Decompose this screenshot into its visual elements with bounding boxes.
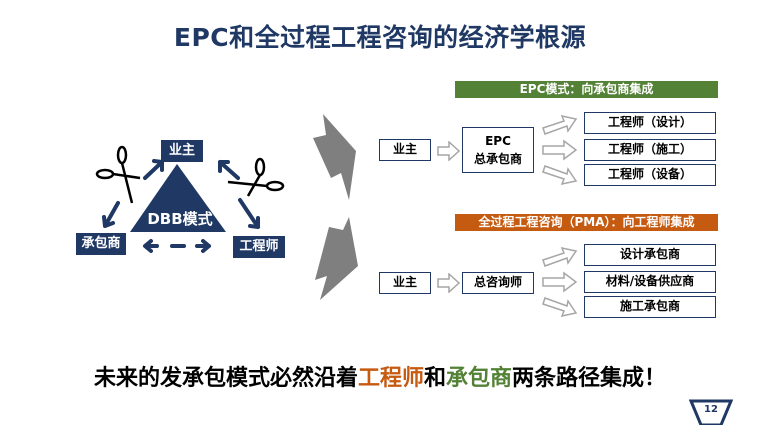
epc-target-box: 工程师（施工）	[584, 139, 716, 161]
epc-main-line2: 总承包商	[473, 152, 522, 166]
page-title: EPC和全过程工程咨询的经济学根源	[173, 23, 587, 52]
epc-target-label: 工程师（施工）	[607, 142, 692, 156]
hollow-arrow-icon	[542, 246, 578, 267]
dbb-diagram: 业主 DBB模式 承包商 工程师	[60, 130, 300, 270]
split-arrows	[313, 114, 358, 300]
epc-main-box: EPC 总承包商	[462, 127, 534, 173]
pma-owner-label: 业主	[392, 275, 417, 289]
epc-target-box: 工程师（设计）	[584, 112, 716, 134]
epc-owner-box: 业主	[379, 139, 431, 161]
pma-target-label: 设计承包商	[619, 247, 680, 261]
epc-branch-arrows	[542, 114, 578, 186]
hollow-arrow-icon	[542, 165, 578, 186]
epc-target-label: 工程师（设备）	[607, 167, 692, 181]
dbb-contractor-label: 承包商	[81, 236, 121, 251]
scissors-icon	[227, 157, 285, 197]
epc-main-line1: EPC	[485, 134, 511, 148]
pma-target-label: 材料/设备供应商	[605, 274, 695, 288]
pma-target-box: 设计承包商	[584, 244, 716, 266]
arrow-right-dashed	[195, 239, 211, 253]
conclusion-part3: 两条路径集成！	[512, 366, 667, 391]
arrow-contractor-to-owner	[143, 159, 164, 180]
hollow-arrow-icon	[437, 141, 461, 161]
epc-target-label: 工程师（设计）	[607, 115, 692, 129]
pma-branch-arrows	[542, 246, 578, 318]
hollow-arrow-icon	[542, 114, 578, 135]
dbb-engineer-label: 工程师	[239, 239, 279, 254]
pma-main-label: 总咨询师	[473, 275, 522, 289]
pma-target-box: 施工承包商	[584, 296, 716, 318]
pma-target-label: 施工承包商	[619, 299, 680, 313]
arrow-to-engineer	[238, 198, 260, 229]
epc-owner-label: 业主	[392, 142, 417, 156]
page-number: 12	[704, 404, 718, 415]
dbb-engineer-box: 工程师	[233, 236, 285, 258]
arrow-left-dashed	[143, 239, 159, 253]
pma-banner: 全过程工程咨询（PMA）：向工程师集成	[455, 214, 718, 231]
dbb-graphics	[95, 145, 285, 253]
conclusion-text: 未来的发承包模式必然沿着工程师和承包商两条路径集成！	[0, 360, 760, 392]
pma-owner-box: 业主	[379, 272, 431, 294]
gray-arrow-down	[315, 217, 358, 300]
hollow-arrow-icon	[542, 297, 578, 318]
hollow-arrow-icon	[542, 271, 578, 293]
dbb-owner-label: 业主	[168, 143, 195, 158]
pma-target-box: 材料/设备供应商	[584, 271, 716, 293]
epc-banner: EPC模式：向承包商集成	[455, 81, 718, 98]
dbb-owner-box: 业主	[161, 140, 203, 162]
dbb-triangle	[130, 164, 226, 232]
page-number-frame	[689, 399, 733, 425]
gray-arrow-up	[313, 114, 356, 200]
conclusion-part1: 未来的发承包模式必然沿着	[93, 366, 358, 391]
hollow-arrow-icon	[437, 273, 461, 293]
scissors-icon	[95, 145, 141, 204]
hollow-arrow-icon	[542, 139, 578, 161]
conclusion-highlight-engineer: 工程师	[357, 366, 424, 391]
pma-main-box: 总咨询师	[462, 272, 534, 294]
dbb-center-label: DBB模式	[147, 210, 213, 228]
dbb-contractor-box: 承包商	[76, 233, 126, 255]
arrow-owner-to-engineer	[218, 160, 240, 180]
conclusion-part2: 和	[423, 366, 446, 391]
arrow-to-contractor	[102, 201, 120, 228]
epc-target-box: 工程师（设备）	[584, 164, 716, 186]
conclusion-highlight-contractor: 承包商	[446, 366, 513, 391]
page-number-badge: 12	[689, 399, 733, 425]
